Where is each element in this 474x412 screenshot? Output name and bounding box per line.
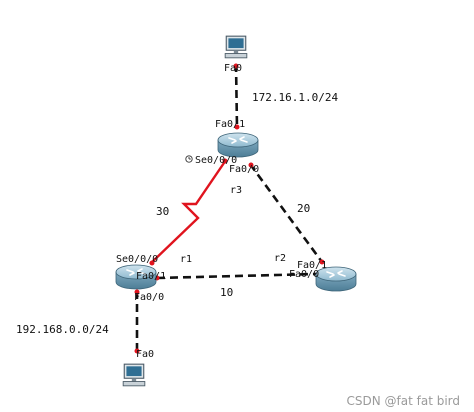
endpoint-dot xyxy=(222,158,228,164)
router-r2-name: r2 xyxy=(274,253,286,264)
endpoint-dot xyxy=(233,63,239,69)
r1-fa-right-label: Fa0/1 xyxy=(136,271,166,282)
pc-bottom-iface-label: Fa0 xyxy=(136,349,154,360)
top-network-label: 172.16.1.0/24 xyxy=(252,91,338,104)
router-r1-name: r1 xyxy=(180,254,192,265)
r2-fa-left-label: Fa0/0 xyxy=(289,269,319,280)
r1-fa-down-label: Fa0/0 xyxy=(134,292,164,303)
cost-r3-r1-label: 30 xyxy=(156,205,169,218)
pc-top-iface-label: Fa0 xyxy=(224,63,242,74)
watermark: CSDN @fat fat bird xyxy=(346,394,460,408)
clock-icon xyxy=(185,155,193,163)
endpoint-dot xyxy=(134,348,140,354)
link-pc-top-r3[interactable] xyxy=(234,63,239,129)
pc-top-icon[interactable] xyxy=(224,35,248,59)
pc-bottom-icon[interactable] xyxy=(122,363,146,387)
cost-r3-r2-label: 20 xyxy=(297,202,310,215)
r3-fa-down-label: Fa0/0 xyxy=(229,164,259,175)
endpoint-dot xyxy=(234,124,240,130)
endpoint-dot xyxy=(319,259,325,265)
r3-se-label: Se0/0/0 xyxy=(195,155,237,166)
r3-fa-up-label: Fa0/1 xyxy=(215,119,245,130)
r2-fa-top-label: Fa0/1 xyxy=(297,260,327,271)
endpoint-dot xyxy=(134,289,140,295)
r1-se-label: Se0/0/0 xyxy=(116,254,158,265)
link-r3-r1-serial[interactable] xyxy=(149,159,227,265)
link-r3-r2[interactable] xyxy=(248,163,324,263)
router-r3-name: r3 xyxy=(230,185,242,196)
link-r1-r2[interactable] xyxy=(156,272,318,280)
cost-r1-r2-label: 10 xyxy=(220,286,233,299)
endpoint-dot xyxy=(248,162,254,168)
router-r3-icon[interactable] xyxy=(217,132,259,158)
bottom-network-label: 192.168.0.0/24 xyxy=(16,323,109,336)
endpoint-dot xyxy=(149,260,155,266)
